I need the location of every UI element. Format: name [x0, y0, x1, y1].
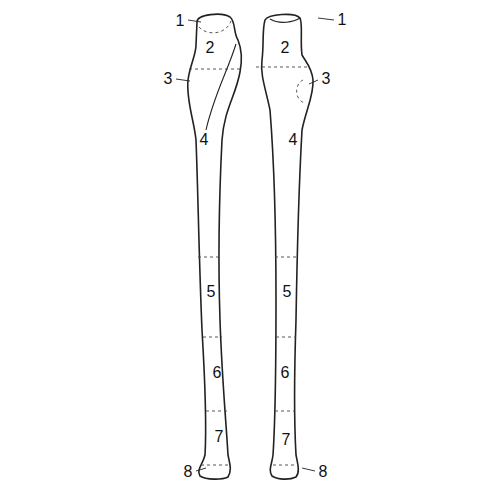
callout-number: 8	[319, 464, 328, 480]
radius-outline	[262, 14, 313, 479]
zone-divider	[275, 411, 295, 412]
callout-number: 1	[338, 12, 347, 28]
callout-number: 2	[206, 40, 215, 56]
callout-number: 7	[215, 429, 224, 445]
leader-line	[302, 468, 315, 471]
zone-divider	[256, 67, 309, 68]
callout-number: 6	[213, 365, 222, 381]
callout-number: 5	[283, 284, 292, 300]
zone-divider	[189, 69, 242, 70]
callout-number: 3	[322, 71, 331, 87]
leader-line	[318, 18, 334, 20]
callout-number: 4	[289, 132, 298, 148]
callout-number: 1	[176, 13, 185, 29]
head-rim	[270, 18, 300, 22]
callout-number: 3	[164, 71, 173, 87]
zone-divider	[203, 337, 222, 338]
zone-divider	[198, 257, 219, 258]
callout-number: 5	[207, 284, 216, 300]
leader-line	[309, 80, 318, 84]
ridge-line	[206, 44, 236, 130]
zone-divider	[206, 411, 227, 412]
zone-divider	[201, 465, 229, 466]
zone-divider	[275, 257, 298, 258]
callout-number: 8	[184, 464, 193, 480]
zone-divider	[199, 21, 231, 33]
callout-number: 6	[281, 365, 290, 381]
zone-divider	[297, 80, 305, 103]
zone-divider	[276, 337, 296, 338]
callout-number: 7	[282, 432, 291, 448]
leader-line	[196, 468, 206, 471]
zone-divider	[273, 465, 298, 466]
leader-line	[176, 79, 190, 81]
radius-outline	[188, 14, 242, 479]
callout-number: 4	[200, 132, 209, 148]
callout-number: 2	[281, 40, 290, 56]
leader-line	[188, 20, 201, 22]
